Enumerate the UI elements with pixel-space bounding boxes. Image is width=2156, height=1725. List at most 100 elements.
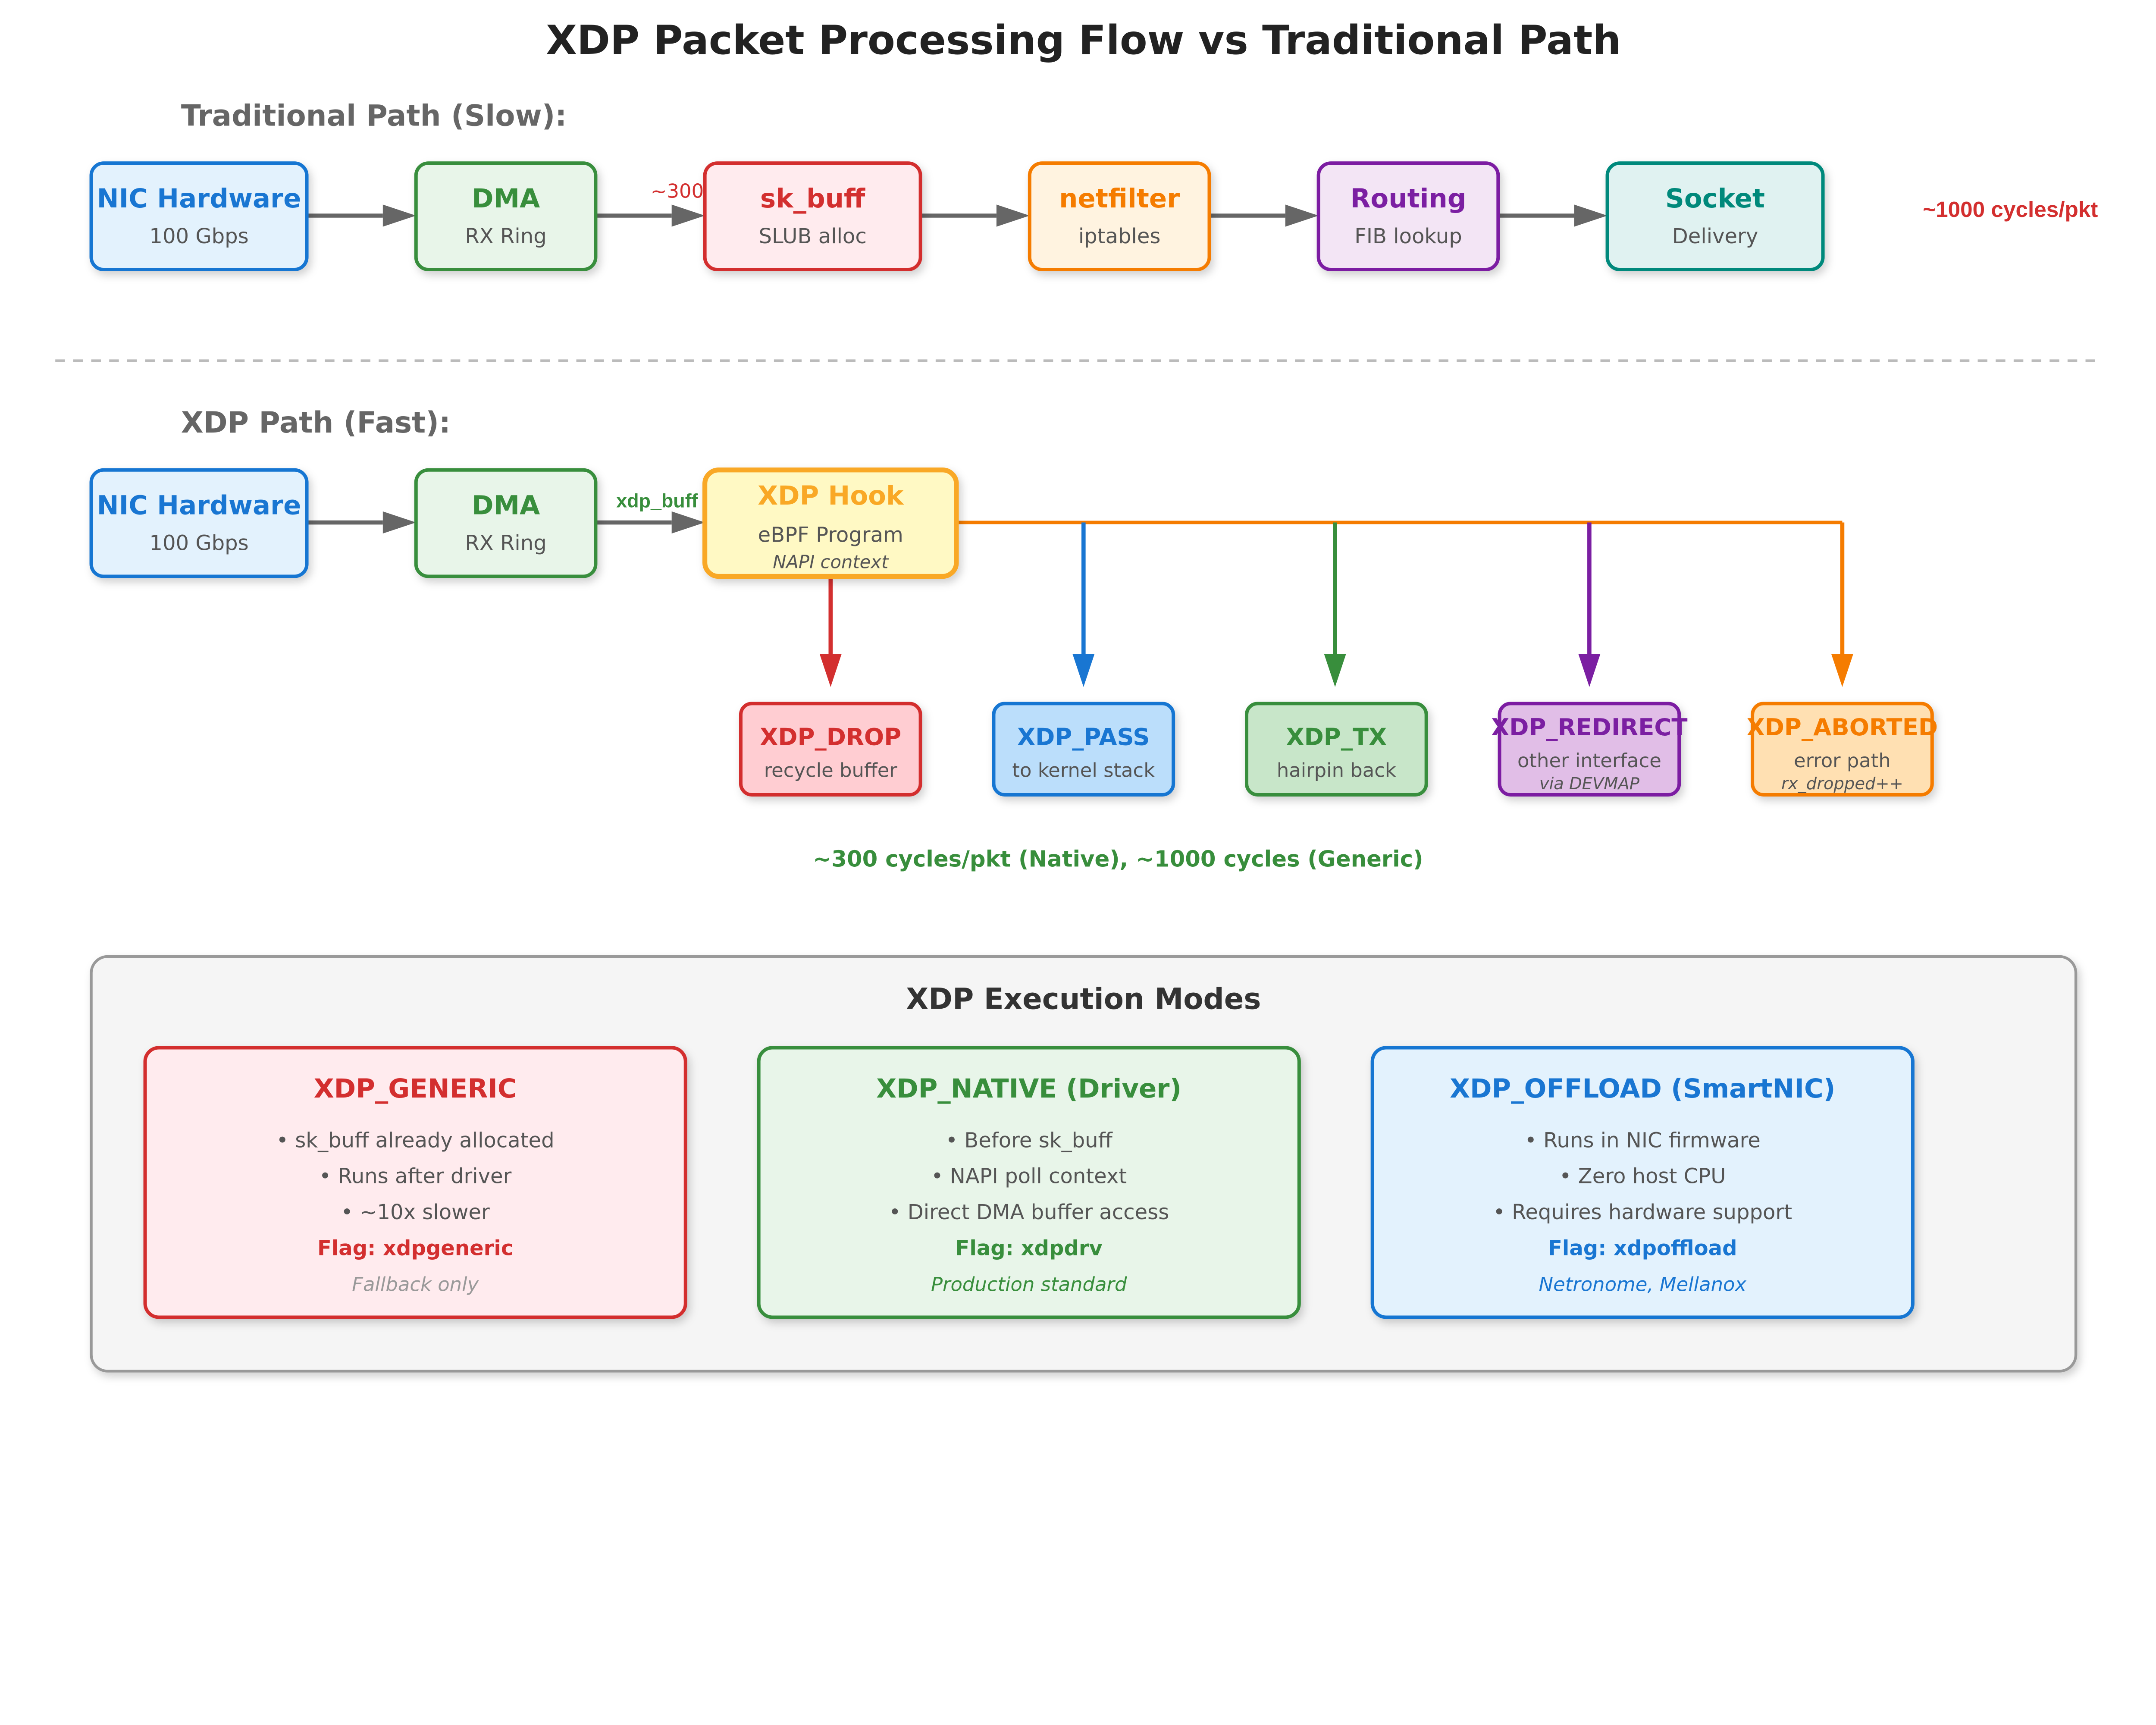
action-title: XDP_TX: [1286, 723, 1387, 751]
branch-arrow: [819, 576, 842, 687]
arrowhead-icon: [1574, 204, 1608, 227]
xdp-arrows: [307, 511, 1854, 687]
action-title: XDP_DROP: [760, 723, 901, 751]
xdp-box-nic-hardware: NIC Hardware 100 Gbps: [89, 468, 309, 578]
action-subtitle: to kernel stack: [1012, 759, 1155, 781]
box-title: netfilter: [1059, 183, 1180, 214]
traditional-path-label: Traditional Path (Slow):: [181, 99, 567, 133]
mode-card-xdp-native: XDP_NATIVE (Driver) • Before sk_buff • NAP…: [757, 1046, 1301, 1319]
box-title: DMA: [472, 490, 540, 521]
box-title: NIC Hardware: [97, 183, 301, 214]
branch-arrow: [1072, 522, 1095, 687]
action-note: via DEVMAP: [1539, 774, 1640, 794]
xdp-buff-label: xdp_buff: [616, 489, 698, 511]
branch-arrow: [1324, 522, 1346, 687]
box-title: Socket: [1665, 183, 1765, 214]
mode-note: Production standard: [931, 1273, 1127, 1296]
box-subtitle: SLUB alloc: [758, 224, 866, 248]
mode-flag: Flag: xdpdrv: [956, 1236, 1103, 1260]
box-subtitle: 100 Gbps: [149, 531, 248, 555]
arrowhead-icon: [819, 654, 842, 687]
box-subtitle: eBPF Program: [758, 523, 903, 547]
arrowhead-icon: [1578, 654, 1601, 687]
flow-arrow: [1209, 204, 1319, 227]
box-title: NIC Hardware: [97, 490, 301, 521]
arrowhead-icon: [1072, 654, 1095, 687]
box-title: XDP Hook: [758, 480, 904, 511]
mode-note: Fallback only: [352, 1273, 479, 1296]
action-title: XDP_REDIRECT: [1491, 713, 1687, 741]
mode-bullet: • Direct DMA buffer access: [889, 1200, 1169, 1224]
diagram-title: XDP Packet Processing Flow vs Traditiona…: [546, 17, 1621, 63]
arrowhead-icon: [671, 511, 705, 534]
branch-arrow: [1831, 522, 1854, 687]
box-subtitle: iptables: [1078, 224, 1161, 248]
arrowhead-icon: [1324, 654, 1346, 687]
xdp-cost: ~300 cycles/pkt (Native), ~1000 cycles (…: [813, 847, 1423, 872]
mode-note: Netronome, Mellanox: [1539, 1273, 1747, 1296]
action-title: XDP_ABORTED: [1747, 713, 1938, 741]
mode-card-xdp-offload: XDP_OFFLOAD (SmartNIC) • Runs in NIC firm…: [1370, 1046, 1915, 1319]
flow-arrow: [595, 511, 705, 534]
mode-bullet: • NAPI poll context: [931, 1164, 1127, 1189]
mode-title: XDP_NATIVE (Driver): [876, 1073, 1181, 1104]
action-subtitle: other interface: [1517, 749, 1661, 772]
action-subtitle: recycle buffer: [764, 759, 898, 781]
arrowhead-icon: [996, 204, 1030, 227]
flow-arrow: [595, 204, 705, 227]
mode-bullet: • Runs in NIC firmware: [1525, 1128, 1761, 1152]
box-subtitle: RX Ring: [465, 531, 546, 555]
action-note: rx_dropped++: [1781, 774, 1903, 794]
mode-title: XDP_GENERIC: [314, 1073, 517, 1104]
mode-bullet: • sk_buff already allocated: [276, 1128, 555, 1152]
execution-modes-title: XDP Execution Modes: [906, 982, 1261, 1016]
traditional-cost: ~1000 cycles/pkt: [1923, 197, 2098, 222]
box-note: NAPI context: [773, 551, 889, 572]
flow-arrow: [307, 204, 416, 227]
box-title: Routing: [1351, 183, 1467, 214]
mode-card-xdp-generic: XDP_GENERIC • sk_buff already allocated • …: [143, 1046, 687, 1319]
xdp-path-label: XDP Path (Fast):: [181, 406, 451, 439]
flow-arrow: [1498, 204, 1608, 227]
skbuff-cost-label: ~300: [651, 179, 704, 202]
xdp-path-boxes: NIC Hardware 100 Gbps DMA RX Ring XDP Hook eB…: [89, 467, 959, 579]
flow-arrow: [920, 204, 1030, 227]
traditional-box-netfilter: netfilter iptables: [1028, 161, 1211, 272]
mode-bullet: • ~10x slower: [341, 1200, 490, 1224]
arrowhead-icon: [671, 204, 705, 227]
mode-bullet: • Before sk_buff: [946, 1128, 1113, 1152]
mode-bullet: • Zero host CPU: [1559, 1164, 1726, 1189]
mode-flag: Flag: xdpoffload: [1548, 1236, 1737, 1260]
flow-arrow: [307, 511, 416, 534]
xdp-diagram: XDP Packet Processing Flow vs Traditiona…: [55, 17, 2104, 1373]
box-subtitle: FIB lookup: [1354, 224, 1462, 248]
arrowhead-icon: [382, 511, 416, 534]
arrowhead-icon: [1285, 204, 1319, 227]
execution-mode-cards: XDP_GENERIC • sk_buff already allocated • …: [143, 1046, 1915, 1319]
action-subtitle: hairpin back: [1277, 759, 1396, 781]
arrowhead-icon: [382, 204, 416, 227]
box-subtitle: Delivery: [1672, 224, 1758, 248]
mode-title: XDP_OFFLOAD (SmartNIC): [1450, 1073, 1835, 1104]
mode-flag: Flag: xdpgeneric: [317, 1236, 513, 1260]
traditional-box-nic-hardware: NIC Hardware 100 Gbps: [89, 161, 309, 272]
action-title: XDP_PASS: [1017, 723, 1150, 751]
box-title: DMA: [472, 183, 540, 214]
action-subtitle: error path: [1794, 749, 1891, 772]
box-subtitle: 100 Gbps: [149, 224, 248, 248]
mode-bullet: • Requires hardware support: [1493, 1200, 1792, 1224]
xdp-box-dma: DMA RX Ring: [414, 468, 598, 578]
traditional-arrows: [307, 204, 1608, 227]
